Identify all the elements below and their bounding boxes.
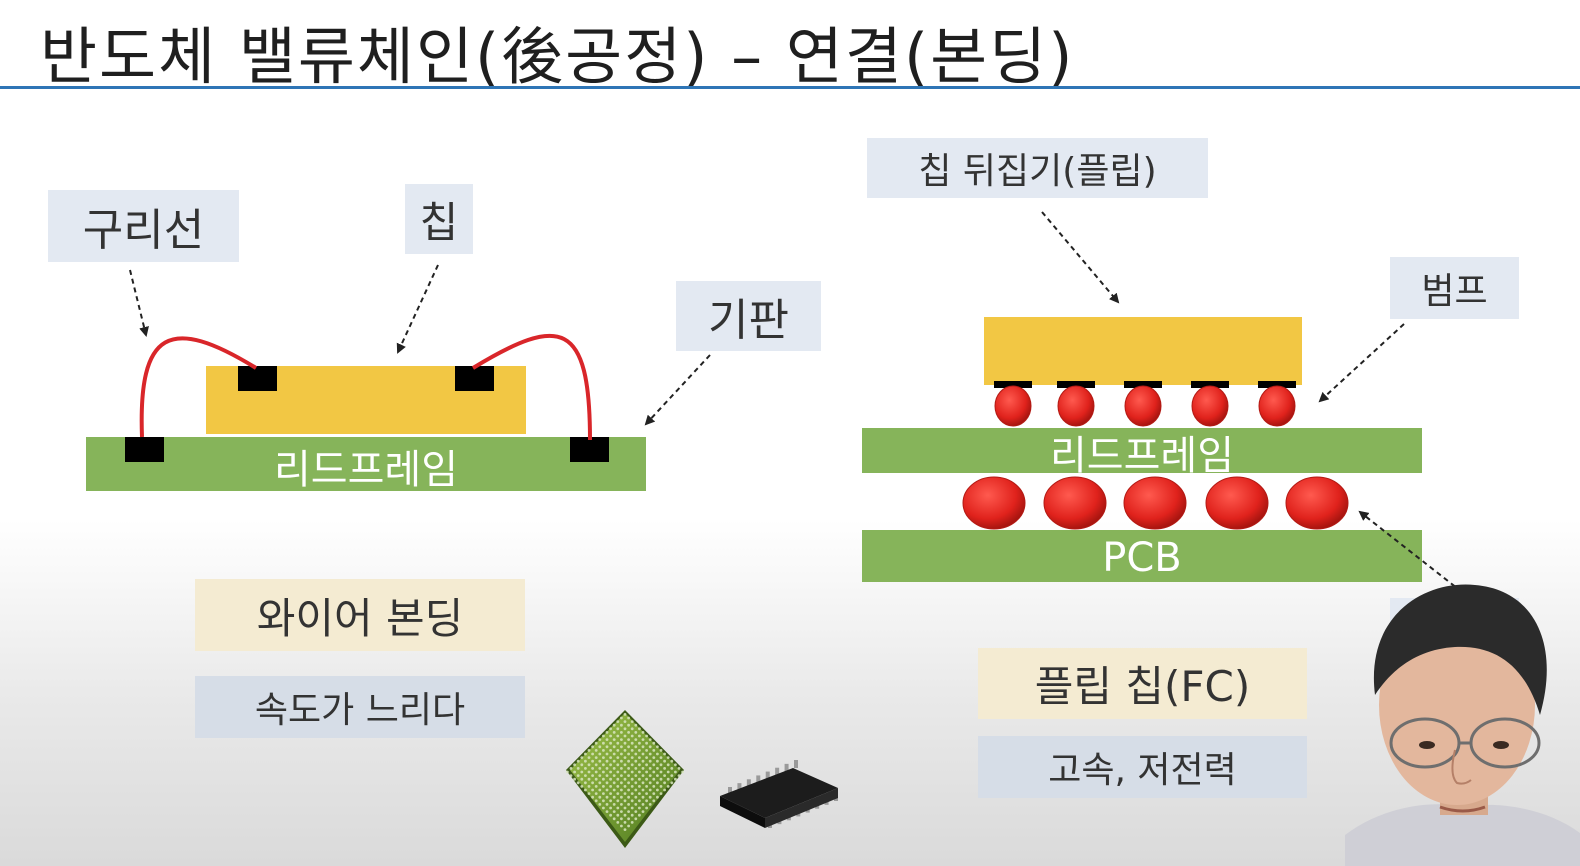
bump bbox=[1124, 385, 1162, 427]
label-copper-wire: 구리선 bbox=[48, 190, 239, 262]
flip-lead-frame-bar bbox=[862, 428, 1422, 473]
flip-chip-name: 플립 칩(FC) bbox=[978, 648, 1307, 719]
flip-chip-diagram bbox=[862, 211, 1463, 593]
solder-ball bbox=[1123, 476, 1187, 530]
lead-frame-bar bbox=[86, 437, 646, 491]
bump bbox=[1057, 385, 1095, 427]
chip-pad-right bbox=[455, 366, 494, 391]
flip-lead-frame-text: 리드프레임 bbox=[1050, 433, 1234, 479]
bump bbox=[994, 385, 1032, 427]
bump bbox=[1191, 385, 1229, 427]
wire-bonding-name: 와이어 본딩 bbox=[195, 579, 525, 651]
bump-pad bbox=[1191, 381, 1229, 388]
wire-bonding-note: 속도가 느리다 bbox=[195, 676, 525, 738]
bump bbox=[1258, 385, 1296, 427]
wire-lead-frame-text: 리드프레임 bbox=[274, 447, 458, 493]
label-substrate: 기판 bbox=[676, 281, 821, 351]
label-chip: 칩 bbox=[405, 184, 473, 254]
soic-chip-icon bbox=[720, 760, 838, 828]
frame-pad-right bbox=[570, 437, 609, 462]
arrow-substrate bbox=[644, 354, 711, 426]
bump-pad bbox=[994, 381, 1032, 388]
frame-pad-left bbox=[125, 437, 164, 462]
copper-wire-left bbox=[139, 336, 258, 438]
solder-ball bbox=[962, 476, 1026, 530]
label-bump: 범프 bbox=[1390, 257, 1519, 319]
wire-bonding-diagram bbox=[86, 264, 711, 491]
flip-chip-note: 고속, 저전력 bbox=[978, 736, 1307, 798]
pcb-bar bbox=[862, 530, 1422, 582]
arrow-flip bbox=[1041, 211, 1120, 304]
bump-pad bbox=[1124, 381, 1162, 388]
solder-ball bbox=[1205, 476, 1269, 530]
solder-ball bbox=[1043, 476, 1107, 530]
title-underline bbox=[0, 86, 1580, 89]
bump-pad bbox=[1258, 381, 1296, 388]
arrow-solder-ball bbox=[1358, 510, 1463, 593]
slide-title: 반도체 밸류체인(後공정) – 연결(본딩) bbox=[40, 20, 1075, 93]
presenter-webcam bbox=[1345, 584, 1580, 866]
solder-ball bbox=[1285, 476, 1349, 530]
copper-wire-right bbox=[471, 333, 592, 441]
pcb-text: PCB bbox=[1102, 535, 1182, 581]
flip-chip-block bbox=[984, 317, 1302, 385]
arrow-bump bbox=[1318, 323, 1405, 403]
bga-chip-icon bbox=[566, 710, 684, 848]
bump-pad bbox=[1057, 381, 1095, 388]
chip-pad-left bbox=[238, 366, 277, 391]
arrow-copper-wire bbox=[129, 269, 149, 337]
arrow-chip bbox=[396, 264, 439, 354]
label-flip: 칩 뒤집기(플립) bbox=[867, 138, 1208, 198]
